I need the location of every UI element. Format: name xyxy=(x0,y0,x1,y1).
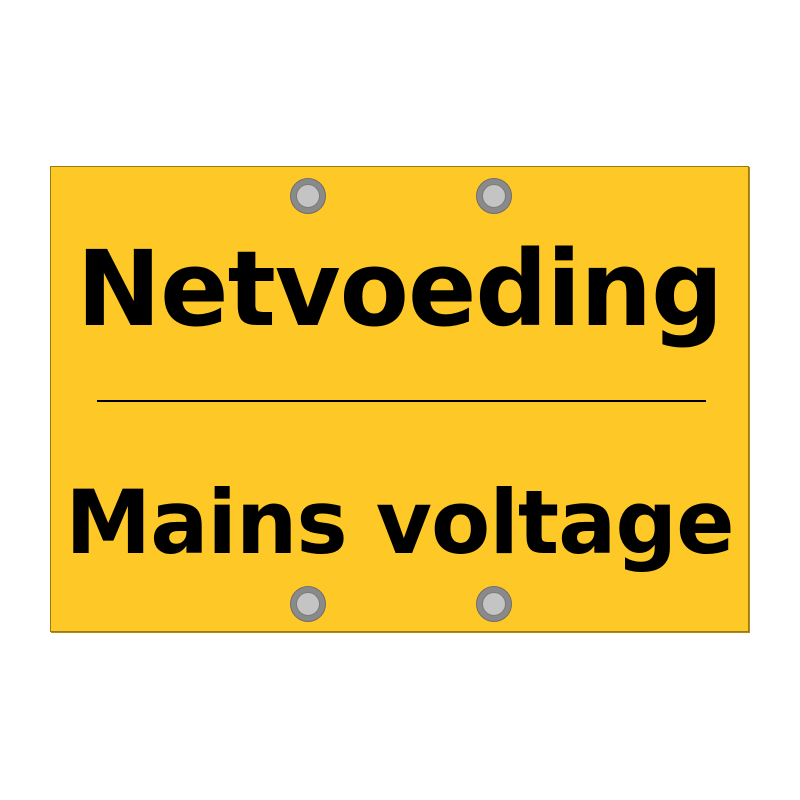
grommet-top-left-icon xyxy=(290,178,326,214)
divider-line xyxy=(97,400,706,402)
grommet-hole xyxy=(482,184,506,208)
grommet-hole xyxy=(296,184,320,208)
grommet-bottom-right-icon xyxy=(476,586,512,622)
grommet-top-right-icon xyxy=(476,178,512,214)
sign-title-dutch: Netvoeding xyxy=(76,228,724,350)
grommet-bottom-left-icon xyxy=(290,586,326,622)
sign-panel: Netvoeding Mains voltage xyxy=(50,166,749,632)
grommet-hole xyxy=(296,592,320,616)
sign-title-english: Mains voltage xyxy=(65,471,734,574)
grommet-hole xyxy=(482,592,506,616)
